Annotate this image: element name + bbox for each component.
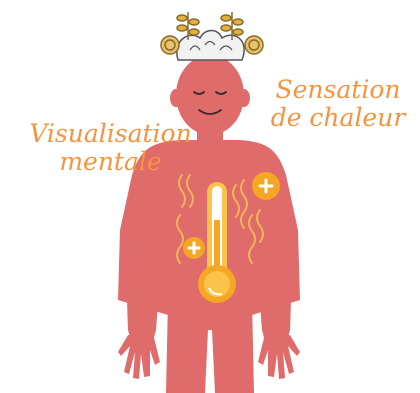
brain-icon [177,31,244,61]
label-sensation-de-chaleur: Sensation de chaleur [268,76,408,132]
label-left-line-2: mentale [18,148,203,176]
label-right-line-2: de chaleur [268,104,408,132]
left-hand [118,335,160,379]
label-visualisation-mentale: Visualisation mentale [18,120,203,176]
right-hand [258,335,300,379]
right-ear [238,89,250,107]
label-left-line-1: Visualisation [18,120,203,148]
left-ear [170,89,182,107]
label-right-line-1: Sensation [268,76,408,104]
